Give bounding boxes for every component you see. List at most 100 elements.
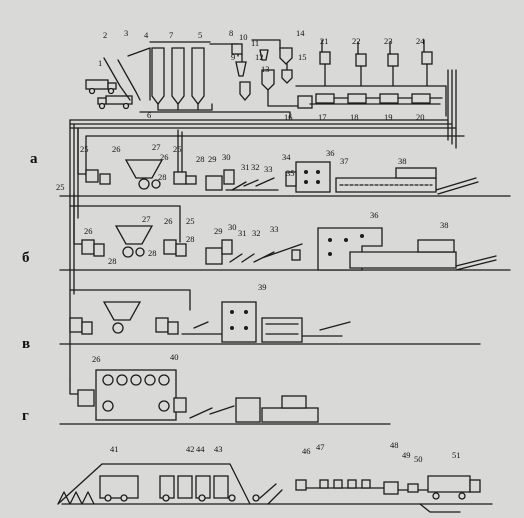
callout-4: 4 [144,30,149,40]
delivery-truck-2 [97,95,133,110]
callout-5: 5 [198,30,202,40]
packing-machine [383,481,399,495]
callout-36a: 36 [326,148,335,158]
callout-18: 18 [350,112,359,122]
callout-28b: 28 [196,154,205,164]
dosing-units [295,85,447,117]
callout-3: 3 [124,28,128,38]
dough-kneader-2 [173,171,187,185]
callout-22: 22 [352,36,361,46]
callout-20: 20 [416,112,425,122]
dough-hopper-v [102,301,142,321]
callout-30a: 30 [222,152,231,162]
line-a [59,127,511,197]
callout-32b: 32 [252,228,261,238]
dispatch-line [57,463,493,513]
ingredient-tanks [319,39,433,87]
callout-38b: 38 [440,220,449,230]
callout-16: 16 [284,112,293,122]
callout-37: 37 [340,156,349,166]
section-label-v: в [22,336,30,352]
dough-kneader-3 [81,239,95,255]
callout-49: 49 [402,450,411,460]
callout-11: 11 [251,38,259,48]
callout-28c: 28 [108,256,117,266]
callout-33a: 33 [264,164,273,174]
callout-44: 44 [196,444,205,454]
callout-33b: 33 [270,224,279,234]
callout-35: 35 [286,168,295,178]
callout-25b: 25 [173,144,182,154]
callout-14: 14 [296,28,305,38]
line-g [59,369,391,425]
callout-27b: 27 [142,214,151,224]
callout-25d: 25 [186,216,195,226]
section-label-g: г [22,408,29,424]
callout-26d: 26 [164,216,173,226]
callout-6: 6 [147,110,151,120]
callout-17: 17 [318,112,327,122]
sifting-equipment [209,39,313,109]
callout-26a: 26 [112,144,121,154]
callout-25a: 25 [80,144,89,154]
callout-30b: 30 [228,222,237,232]
section-label-b: б [22,250,30,266]
callout-7: 7 [169,30,173,40]
callout-13: 13 [261,64,270,74]
callout-46: 46 [302,446,311,456]
callout-39: 39 [258,282,267,292]
callout-51: 51 [452,450,461,460]
callout-23: 23 [384,36,393,46]
dough-hopper-a [124,159,164,179]
proofing-cabinet-b [317,227,383,271]
callout-28d: 28 [148,248,157,258]
callout-26b: 26 [160,152,169,162]
callout-48: 48 [390,440,399,450]
proofing-cabinet-a [295,161,331,193]
callout-29a: 29 [208,154,217,164]
callout-28e: 28 [186,234,195,244]
callout-2: 2 [103,30,107,40]
callout-43: 43 [214,444,223,454]
callout-31b: 31 [238,228,247,238]
dough-kneader-1 [85,169,99,183]
callout-26e: 26 [92,354,101,364]
section-label-a: а [30,151,38,167]
callout-27a: 27 [152,142,161,152]
callout-21: 21 [320,36,329,46]
delivery-truck-1 [85,79,117,95]
callout-9: 9 [231,52,235,62]
callout-10: 10 [239,32,248,42]
callout-12: 12 [255,52,264,62]
callout-38a: 38 [398,156,407,166]
callout-26c: 26 [84,226,93,236]
callout-15: 15 [298,52,307,62]
callout-8: 8 [229,28,233,38]
callout-40: 40 [170,352,179,362]
cooling-unit [99,475,139,499]
baking-oven-b [349,251,457,269]
callout-numbers: 1 2 3 4 5 6 7 8 9 10 11 12 13 14 15 16 1… [56,28,461,464]
callout-41: 41 [110,444,119,454]
callout-24: 24 [416,36,425,46]
flour-silos [149,41,213,111]
callout-50: 50 [414,454,423,464]
dough-hopper-b [114,225,154,245]
callout-1: 1 [98,58,102,68]
callout-19: 19 [384,112,393,122]
callout-34: 34 [282,152,291,162]
callout-47: 47 [316,442,325,452]
callout-31a: 31 [241,162,250,172]
dough-kneader-4 [163,239,177,255]
line-v [59,289,481,345]
callout-36b: 36 [370,210,379,220]
dispatch-truck [427,475,471,493]
callout-29b: 29 [214,226,223,236]
callout-32a: 32 [251,162,260,172]
callout-42: 42 [186,444,195,454]
proofing-cabinet-v [221,301,257,343]
callout-28a: 28 [158,172,167,182]
callout-25c: 25 [56,182,65,192]
